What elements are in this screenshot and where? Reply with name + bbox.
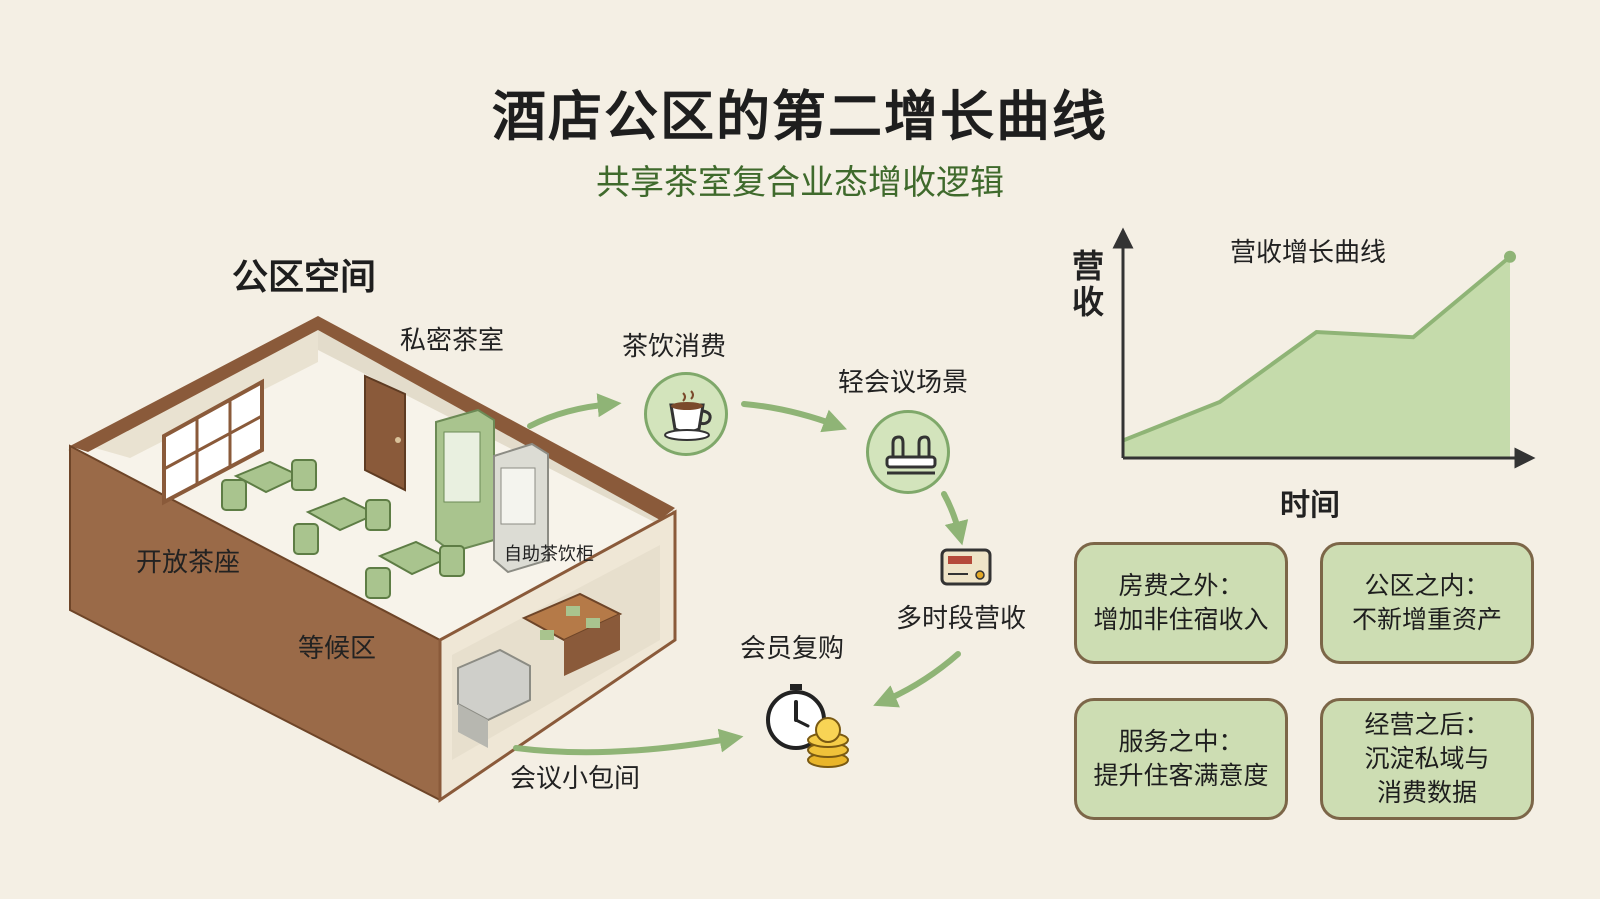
conference-table-icon bbox=[885, 435, 937, 475]
benefit-text: 消费数据 bbox=[1376, 778, 1477, 807]
benefit-box-after-operation: 经营之后： 沉淀私域与 消费数据 bbox=[1320, 698, 1534, 820]
vending-cabinet-icon bbox=[435, 408, 549, 574]
card-reader-icon bbox=[940, 548, 992, 586]
arrow-meeting-to-revenue bbox=[941, 491, 969, 546]
clock-coins-icon bbox=[766, 684, 849, 768]
revenue-growth-chart bbox=[1112, 227, 1536, 469]
chart-area-fill bbox=[1123, 256, 1510, 458]
step-circle-tea bbox=[644, 372, 728, 456]
chart-x-label: 时间 bbox=[1280, 488, 1340, 523]
benefit-heading: 服务之中： bbox=[1118, 727, 1244, 756]
step-circle-meeting bbox=[866, 410, 950, 494]
page-subtitle: 共享茶室复合业态增收逻辑 bbox=[596, 163, 1004, 203]
label-vending-cabinet: 自助茶饮柜 bbox=[504, 544, 594, 565]
arrow-room-to-tea bbox=[527, 393, 622, 429]
chart-end-point bbox=[1504, 250, 1516, 263]
coffee-cup-icon bbox=[664, 390, 712, 441]
chart-title: 营收增长曲线 bbox=[1230, 238, 1387, 268]
arrow-tea-to-meeting bbox=[741, 401, 847, 433]
label-private-tea-room: 私密茶室 bbox=[400, 326, 505, 356]
benefit-heading: 经营之后： bbox=[1364, 710, 1490, 739]
step-label-tea: 茶饮消费 bbox=[622, 332, 727, 362]
step-label-member: 会员复购 bbox=[740, 634, 845, 664]
benefit-box-during-service: 服务之中： 提升住客满意度 bbox=[1074, 698, 1288, 820]
step-label-revenue: 多时段营收 bbox=[896, 604, 1027, 634]
section-heading-public-space: 公区空间 bbox=[232, 257, 377, 298]
tea-table-set bbox=[221, 459, 465, 599]
arrow-room-to-member bbox=[513, 728, 744, 756]
step-label-meeting: 轻会议场景 bbox=[838, 368, 969, 398]
door-icon bbox=[364, 374, 406, 492]
meeting-table-icon bbox=[521, 592, 623, 676]
window-icon bbox=[162, 378, 264, 506]
chart-series-line bbox=[1122, 255, 1512, 443]
chart-y-label: 营收 bbox=[1071, 247, 1104, 321]
benefit-heading: 公区之内： bbox=[1364, 571, 1490, 600]
benefit-text: 沉淀私域与 bbox=[1364, 744, 1490, 773]
label-open-seating: 开放茶座 bbox=[136, 548, 241, 578]
page-title: 酒店公区的第二增长曲线 bbox=[492, 85, 1108, 148]
benefit-text: 提升住客满意度 bbox=[1093, 761, 1269, 790]
benefit-box-within-public-area: 公区之内： 不新增重资产 bbox=[1320, 542, 1534, 664]
benefit-box-beyond-room-fee: 房费之外： 增加非住宿收入 bbox=[1074, 542, 1288, 664]
benefit-text: 增加非住宿收入 bbox=[1093, 605, 1269, 634]
benefit-text: 不新增重资产 bbox=[1351, 605, 1502, 634]
label-waiting-area: 等候区 bbox=[298, 634, 377, 664]
arrow-revenue-to-member bbox=[873, 651, 961, 708]
sofa-icon bbox=[457, 648, 531, 748]
benefit-heading: 房费之外： bbox=[1118, 571, 1244, 600]
label-meeting-room: 会议小包间 bbox=[510, 764, 641, 794]
